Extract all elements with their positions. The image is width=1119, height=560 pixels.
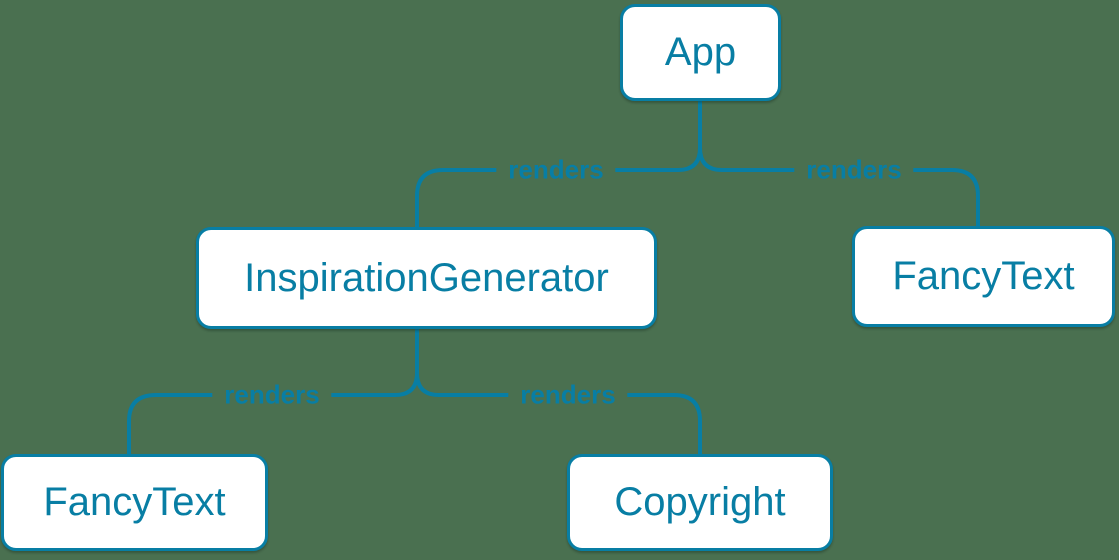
edge-label-renders-inspirationgenerator-copyright: renders	[508, 378, 628, 412]
node-fancytext-right: FancyText	[852, 226, 1115, 327]
edge-label-renders-app-inspirationgenerator: renders	[496, 153, 616, 187]
node-fancytext-left: FancyText	[1, 454, 268, 551]
node-copyright: Copyright	[567, 454, 833, 551]
edge-label-renders-inspirationgenerator-fancytext: renders	[212, 378, 332, 412]
node-inspirationgenerator: InspirationGenerator	[196, 227, 657, 329]
edge-label-renders-app-fancytext: renders	[794, 153, 914, 187]
node-app: App	[620, 4, 781, 101]
